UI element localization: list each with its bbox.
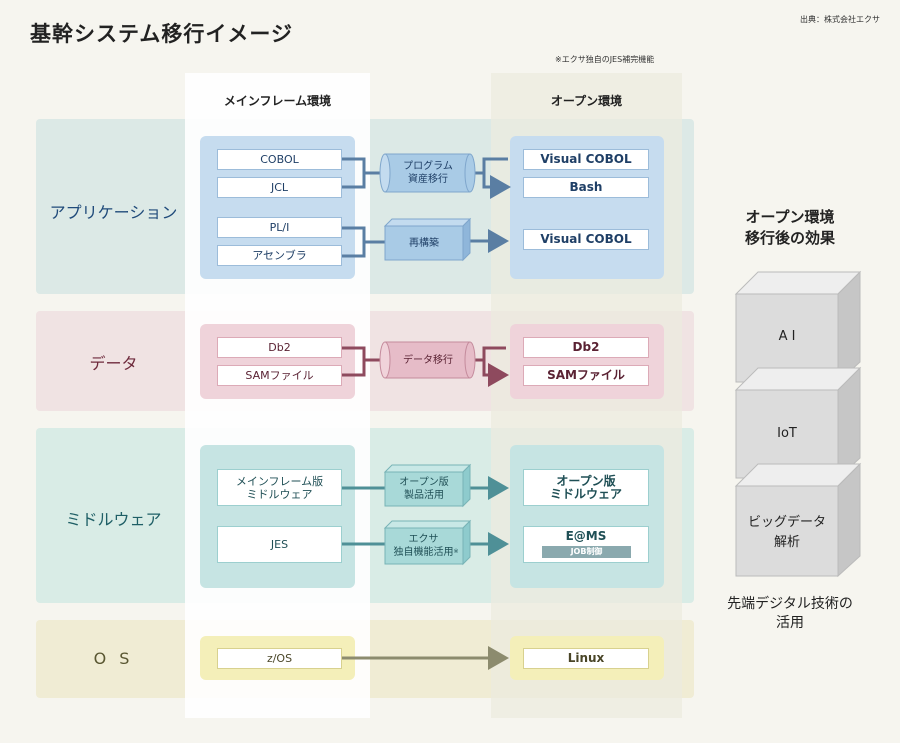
mainframe-column-header: メインフレーム環境 — [223, 94, 332, 108]
band-label-os: O S — [93, 649, 134, 668]
effects-footer: 先端デジタル技術の 活用 — [727, 596, 853, 631]
app-item-assembler: アセンブラ — [217, 245, 342, 266]
process-label-program-migration: プログラム 資産移行 — [403, 161, 453, 185]
cube-bigdata — [734, 462, 862, 578]
page-title: 基幹システム移行イメージ — [30, 22, 293, 46]
source-credit: 出典：株式会社エクサ — [800, 15, 880, 24]
mw-mainframe-group — [200, 445, 355, 588]
band-label-middleware: ミドルウェア — [65, 510, 162, 529]
data-item-sam: SAMファイル — [217, 365, 342, 386]
os-item-zos: z/OS — [217, 648, 342, 669]
process-label-data-migration: データ移行 — [403, 354, 453, 366]
data-item-db2: Db2 — [217, 337, 342, 358]
app-open-visual-cobol-1: Visual COBOL — [523, 149, 649, 170]
app-item-jcl: JCL — [217, 177, 342, 198]
data-mainframe-group — [200, 324, 355, 399]
data-open-group — [510, 324, 664, 399]
cube-label-bigdata: ビッグデータ 解析 — [747, 515, 826, 550]
process-label-open-product: オープン版 製品活用 — [399, 477, 449, 501]
cube-label-iot: IoT — [777, 426, 797, 441]
mw-item-mainframe-middleware: メインフレーム版 ミドルウェア — [217, 469, 342, 506]
mw-open-ems-label: E@MS — [565, 529, 607, 543]
open-column-header: オープン環境 — [550, 94, 623, 108]
process-label-exa-function-text: エクサ 独自機能活用 — [393, 534, 454, 558]
band-label-data: データ — [89, 354, 138, 373]
mw-open-middleware: オープン版 ミドルウェア — [523, 469, 649, 506]
data-open-sam: SAMファイル — [523, 365, 649, 386]
cube-iot — [734, 366, 862, 480]
effects-title: オープン環境 移行後の効果 — [744, 208, 835, 247]
process-program-migration — [379, 153, 476, 193]
cube-ai — [734, 270, 862, 384]
app-open-bash: Bash — [523, 177, 649, 198]
process-rebuild — [383, 217, 472, 262]
app-item-cobol: COBOL — [217, 149, 342, 170]
footnote: ※エクサ独自のJES補完機能 — [555, 55, 655, 64]
band-label-application: アプリケーション — [49, 203, 178, 222]
job-control-tag: JOB制御 — [542, 546, 631, 558]
cube-label-ai: A I — [778, 329, 796, 344]
process-open-product — [383, 463, 472, 508]
data-open-db2: Db2 — [523, 337, 649, 358]
process-label-rebuild: 再構築 — [409, 237, 439, 249]
os-open-linux: Linux — [523, 648, 649, 669]
process-exa-function — [383, 519, 472, 566]
process-footnote-mark: ※ — [453, 548, 459, 555]
process-label-exa-function: エクサ 独自機能活用※ — [385, 528, 467, 564]
app-item-pli: PL/I — [217, 217, 342, 238]
app-open-visual-cobol-2: Visual COBOL — [523, 229, 649, 250]
process-data-migration — [379, 341, 476, 379]
mw-item-jes: JES — [217, 526, 342, 563]
mw-open-group — [510, 445, 664, 588]
mw-open-ems: E@MS JOB制御 — [523, 526, 649, 563]
